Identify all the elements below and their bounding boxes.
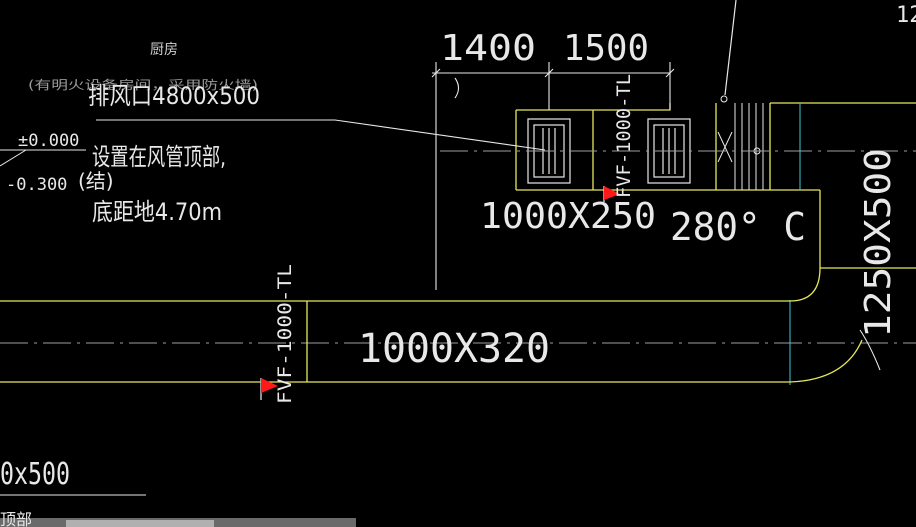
damper-tag-lower: FVF-1000-TL (274, 264, 296, 404)
duct-size-vertical: 1250X500 (858, 148, 899, 338)
bottom-spec: 0x500 (0, 457, 70, 492)
level-top: ±0.000 (18, 131, 79, 151)
bottom-note: 顶部 (0, 510, 32, 527)
damper-flag-upper (603, 186, 620, 202)
damper-flag-lower (260, 378, 278, 400)
centerlines (0, 150, 916, 344)
scrollbar-thumb[interactable] (66, 520, 214, 527)
corner-number: 12 (896, 3, 916, 28)
dimension-1400: 1400 (440, 28, 536, 69)
dimension-1500: 1500 (563, 28, 649, 69)
dimension-lines (96, 62, 881, 371)
mount-note-bracket: (结) (78, 169, 114, 193)
exhaust-spec: 排风口4800x500 (88, 82, 260, 110)
damper-tag-upper: FVF-1000-TL (613, 74, 635, 198)
duct-size-lower: 1000X320 (358, 326, 550, 372)
lower-duct (0, 267, 863, 383)
mount-note: 设置在风管顶部, (92, 143, 226, 171)
leader-line-top (724, 0, 737, 96)
room-name: 厨房 (150, 42, 178, 58)
level-marker (0, 149, 86, 167)
room-note: (有明火设备房间，采用防火墙) (28, 77, 258, 92)
temperature-label: 280° C (670, 205, 806, 249)
level-bottom: -0.300 (6, 175, 67, 195)
height-note: 底距地4.70m (92, 198, 222, 226)
flex-connector (717, 95, 764, 190)
duct-size-upper: 1000X250 (480, 196, 656, 237)
